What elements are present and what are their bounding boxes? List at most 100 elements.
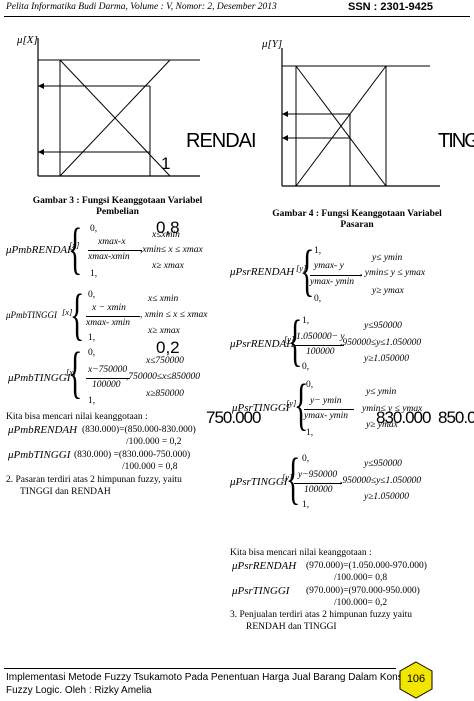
- f2-lhs: μPsrRENDAH: [230, 338, 295, 350]
- f1-denominator: ymax- ymin: [310, 277, 355, 287]
- page-number-badge: [399, 661, 433, 699]
- f1-numerator: ymax- y: [314, 261, 344, 271]
- f4-row3-cond: y≥1.050000: [364, 492, 410, 502]
- eq2-numerator: x − xmin: [92, 303, 126, 313]
- f4-row3-val: 1,: [302, 500, 310, 510]
- eq3-arg: [x]: [66, 367, 77, 377]
- f1-arg: [y]: [296, 263, 307, 273]
- left-calc1-result: /100.000 = 0,2: [126, 437, 182, 447]
- f4-brace: {: [286, 448, 301, 511]
- fig3-caption-line2: Pembelian: [96, 207, 139, 217]
- f4-arg: [y]: [282, 472, 293, 482]
- issn-label: SSN : 2301-9425: [348, 1, 433, 13]
- left-calc2-result: /100.000 = 0,8: [122, 462, 178, 472]
- footer-rule: [4, 668, 396, 669]
- fig4-arrow-2: [282, 135, 288, 141]
- f3-row3-cond: y≥ ymax: [366, 420, 398, 430]
- eq3-overlay-value: 0,2: [156, 338, 180, 357]
- f1-lhs: μPsrRENDAH: [230, 266, 295, 278]
- right-intro-text: Kita bisa mencari nilai keanggotaan :: [230, 548, 372, 558]
- left-calc1-expr: (830.000)=(850.000-830.000): [82, 425, 196, 435]
- right-item3-line1: 3. Penjualan terdiri atas 2 himpunan fuz…: [230, 610, 413, 620]
- f4-row1-val: 0,: [302, 454, 310, 464]
- figure-3-membership-graph: [37, 38, 200, 177]
- f1-row1-val: 1,: [314, 246, 322, 256]
- eq1-numerator: xmax-x: [98, 237, 126, 247]
- eq2-lhs: μPmbTINGGI: [6, 310, 58, 320]
- f3-brace: {: [294, 374, 309, 437]
- eq1-arg: [x]: [69, 240, 80, 250]
- f2-brace: {: [288, 310, 303, 373]
- eq2-brace: {: [70, 284, 85, 347]
- journal-header: Pelita Informatika Budi Darma, Volume : …: [6, 2, 277, 12]
- f3-arg: [y]: [286, 398, 297, 408]
- f3-row1-cond: y≤ ymin: [366, 387, 397, 397]
- eq3-lhs: μPmbTINGGI: [8, 372, 71, 384]
- f3-denominator: ymax- ymin: [304, 411, 349, 421]
- fig4-caption-line1: Gambar 4 : Fungsi Keanggotaan Variabel: [272, 209, 442, 219]
- eq1-denominator: xmax-xmin: [88, 252, 130, 262]
- f4-row2-cond: ,950000≤y≤1.050000: [340, 476, 422, 486]
- eq2-row3-cond: x≥ xmax: [148, 326, 180, 336]
- f2-row3-val: 0,: [302, 362, 310, 372]
- f2-row1-val: 1,: [302, 316, 310, 326]
- eq1-brace: {: [68, 218, 83, 281]
- eq1-row3-val: 1,: [90, 269, 98, 279]
- f1-brace: {: [300, 240, 315, 303]
- eq2-row1-cond: x≤ xmin: [148, 294, 179, 304]
- f3-row2-cond: ymin≤ y ≤ ymax: [362, 404, 423, 414]
- eq2-row1-val: 0,: [88, 290, 96, 300]
- fig3-caption-line1: Gambar 3 : Fungsi Keanggotaan Variabel: [32, 196, 203, 206]
- eq2-denominator: xmax- xmin: [86, 318, 131, 328]
- f4-row1-cond: y≤950000: [364, 459, 402, 469]
- left-item2-line1: 2. Pasaran terdiri atas 2 himpunan fuzzy…: [6, 475, 182, 485]
- right-calc1-func: μPsrRENDAH: [232, 560, 297, 572]
- f2-row1-cond: y≤950000: [364, 321, 402, 331]
- fig4-tinggi-label: TINGGI: [438, 130, 474, 152]
- f4-denominator: 100000: [304, 485, 333, 495]
- f2-numerator: 1.050000− y: [296, 332, 345, 342]
- page-number: 106: [406, 673, 426, 685]
- eq3-numerator: x−750000: [88, 365, 128, 375]
- left-calc2-expr: (830.000) =(830.000-750.000): [74, 450, 191, 460]
- fig4-tinggi-curve: [295, 65, 387, 187]
- right-calc1-expr: (970.000)=(1.050.000-970.000): [306, 561, 427, 571]
- fig3-y-label: μ[X]: [17, 34, 38, 46]
- eq3-denominator: 100000: [92, 380, 121, 390]
- f1-row1-cond: y≤ ymin: [372, 253, 403, 263]
- right-calc2-result: /100.000= 0,2: [334, 598, 388, 608]
- eq3-brace: {: [68, 342, 83, 405]
- right-calc2-expr: (970.000)=(970.000-950.000): [306, 586, 420, 596]
- fig3-arrow-1: [38, 83, 44, 89]
- f2-arg: [y]: [284, 334, 295, 344]
- fig4-caption-line2: Pasaran: [340, 220, 374, 230]
- f1-row3-cond: y≥ ymax: [372, 286, 404, 296]
- f3-overlay-left: 750.000: [206, 408, 261, 427]
- fig3-tick-one: 1: [161, 154, 171, 173]
- right-calc1-result: /100.000= 0,8: [334, 573, 388, 583]
- f2-row2-cond: ,950000≤y≤1.050000: [340, 338, 422, 348]
- f3-numerator: y− ymin: [310, 396, 342, 406]
- fig3-arrow-2: [38, 149, 44, 155]
- left-calc1-func: μPmbRENDAH: [8, 424, 78, 436]
- eq1-row1-cond: x≤xmin: [152, 230, 180, 240]
- left-item2-line2: TINGGI dan RENDAH: [20, 487, 111, 497]
- fig4-y-label: μ[Y]: [262, 38, 283, 50]
- f1-row3-val: 0,: [314, 294, 322, 304]
- eq2-row2-cond: , xmin ≤ x ≤ xmax: [140, 310, 208, 320]
- f3-row1-val: 0,: [306, 380, 314, 390]
- left-calc2-func: μPmbTINGGI: [8, 449, 71, 461]
- eq3-row1-cond: x≤750000: [146, 356, 184, 366]
- eq3-row2-cond: ,750000≤x≤850000: [126, 372, 201, 382]
- eq3-row3-cond: x≥850000: [146, 389, 184, 399]
- left-intro-text: Kita bisa mencari nilai keanggotaan :: [6, 412, 148, 422]
- f2-row3-cond: y≥1.050000: [364, 354, 410, 364]
- f4-lhs: μPsrTINGGI: [230, 476, 288, 488]
- footer-line2: Fuzzy Logic. Oleh : Rizky Amelia: [6, 685, 152, 696]
- footer-line1: Implementasi Metode Fuzzy Tsukamoto Pada…: [6, 672, 414, 683]
- badge-hexagon: [399, 661, 433, 699]
- eq1-row2-cond: ,xmin≤ x ≤ xmax: [140, 245, 203, 255]
- fig4-arrow-1: [282, 111, 288, 117]
- f3-overlay-right: 850.000: [438, 408, 474, 427]
- eq2-row3-val: 1,: [88, 333, 96, 343]
